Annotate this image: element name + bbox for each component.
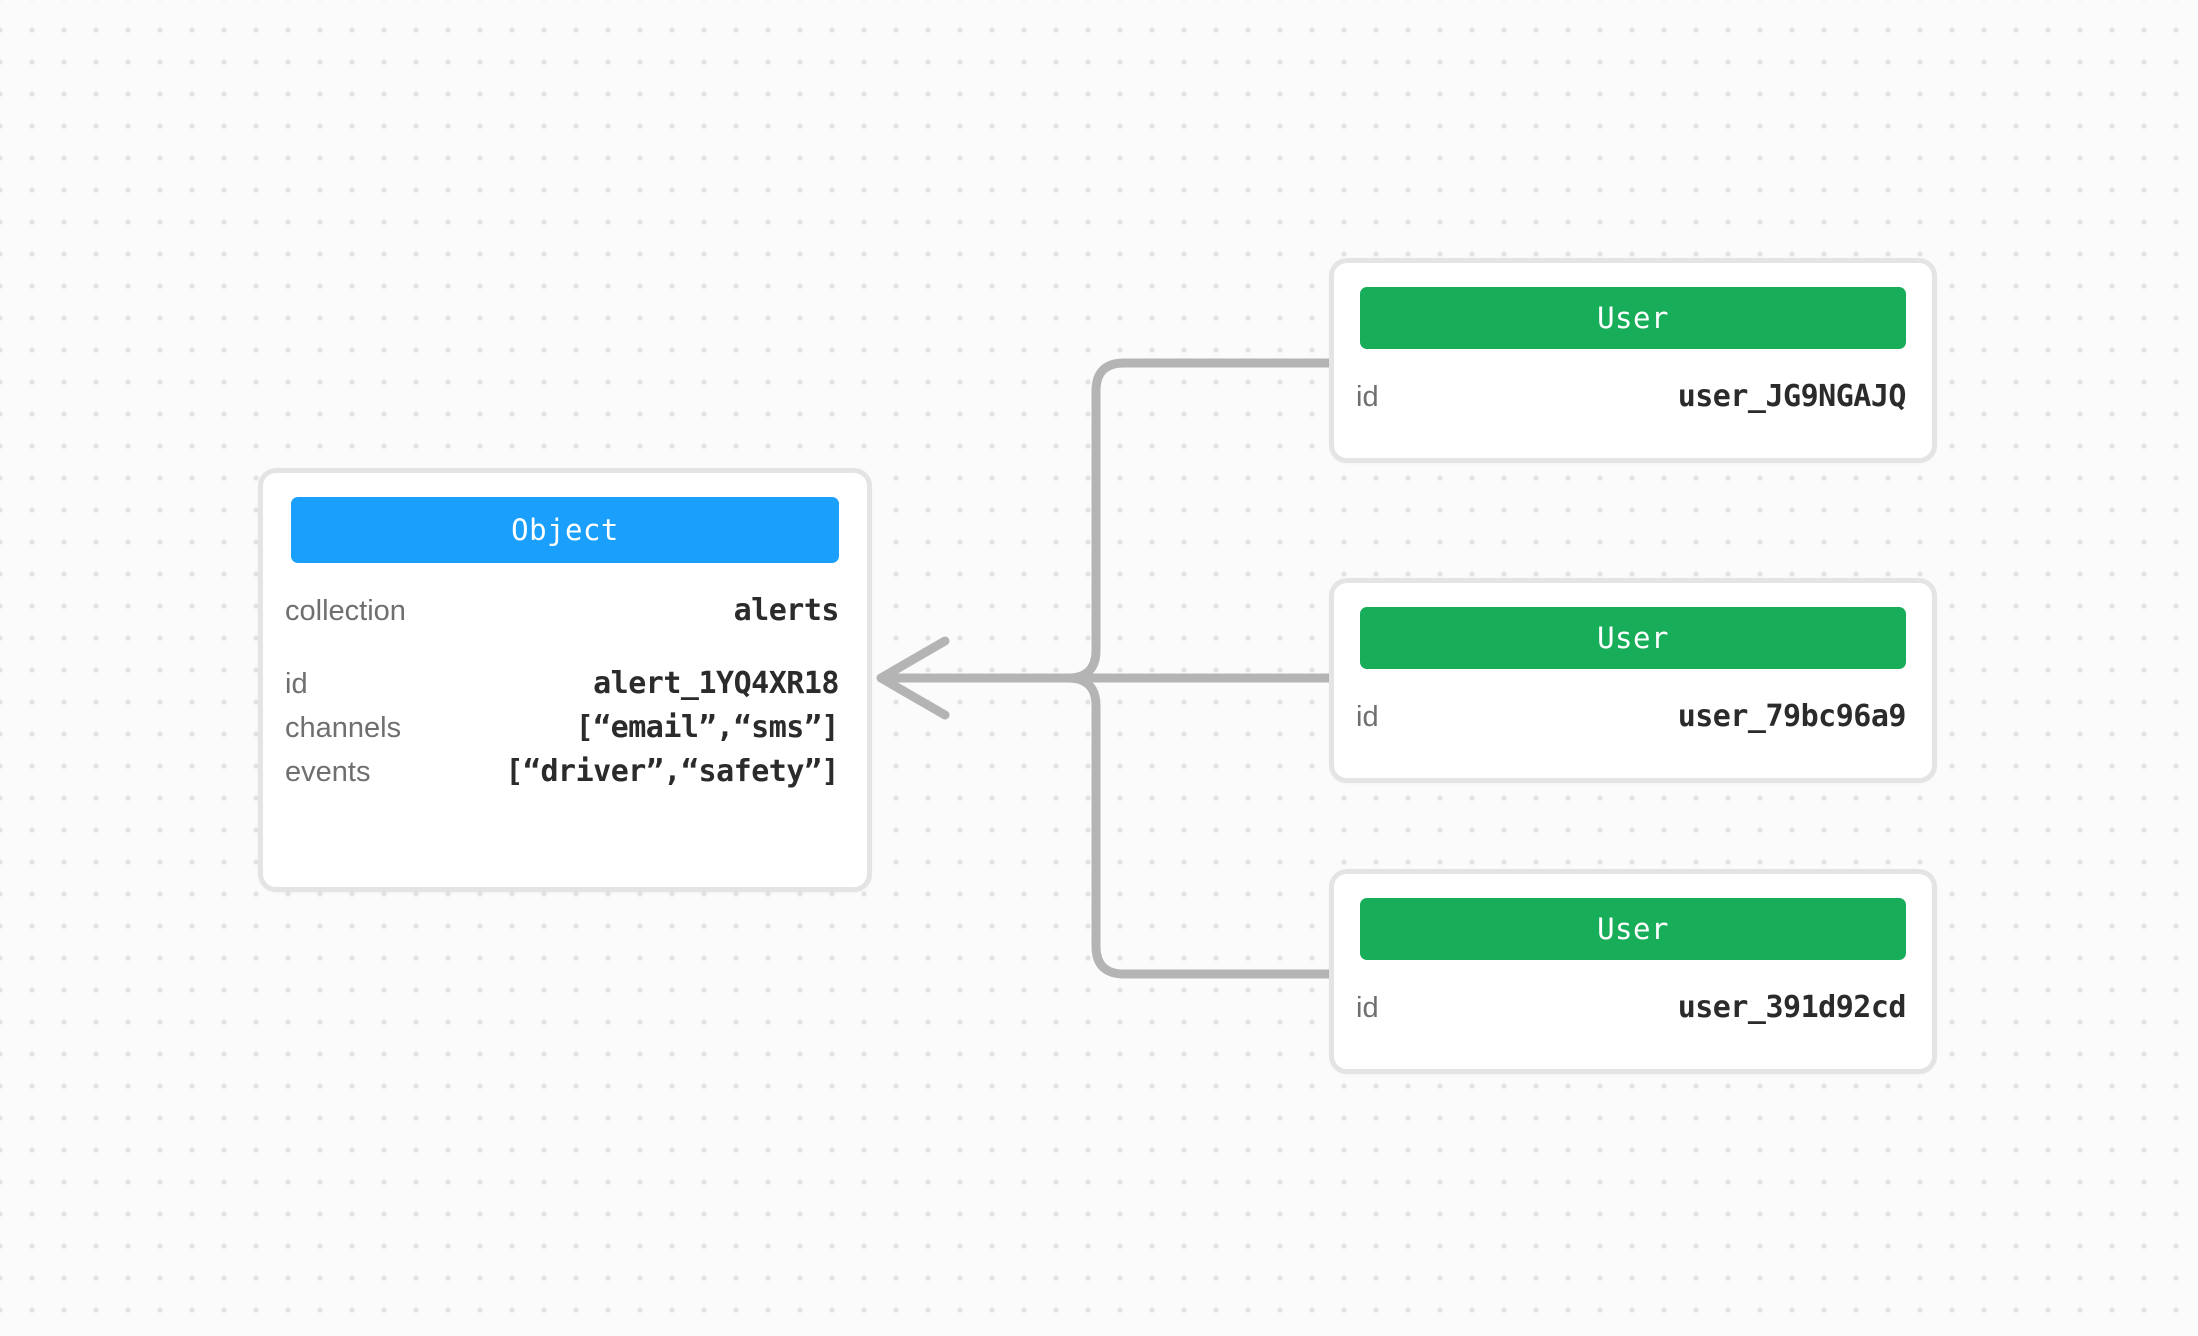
user-node-2[interactable]: User id user_391d92cd — [1329, 869, 1937, 1074]
field-value: alert_1YQ4XR18 — [593, 666, 839, 701]
field-row: collection alerts — [285, 593, 840, 628]
field-value: alerts — [733, 593, 840, 628]
field-row: id user_391d92cd — [1356, 990, 1907, 1025]
field-value: user_JG9NGAJQ — [1677, 379, 1907, 414]
field-row: events [“driver”,“safety”] — [285, 754, 839, 789]
field-key: id — [1356, 701, 1379, 733]
user-node-header: User — [1360, 607, 1906, 669]
object-node-body: collection alerts id alert_1YQ4XR18 chan… — [263, 563, 867, 789]
field-value: [“email”,“sms”] — [575, 710, 840, 745]
field-value: [“driver”,“safety”] — [505, 754, 839, 789]
field-key: collection — [285, 595, 406, 627]
edge-user-0-to-object — [885, 358, 1334, 683]
user-node-0[interactable]: User id user_JG9NGAJQ — [1329, 258, 1937, 463]
field-row: id user_79bc96a9 — [1356, 699, 1907, 734]
user-node-header: User — [1360, 287, 1906, 349]
field-value: user_79bc96a9 — [1677, 699, 1907, 734]
field-value: user_391d92cd — [1677, 990, 1907, 1025]
field-key: id — [285, 668, 308, 700]
user-node-1[interactable]: User id user_79bc96a9 — [1329, 578, 1937, 783]
field-row: id user_JG9NGAJQ — [1356, 379, 1907, 414]
user-node-body: id user_JG9NGAJQ — [1334, 349, 1932, 414]
object-node-primary-fields: collection alerts — [285, 593, 840, 628]
object-node[interactable]: Object collection alerts id alert_1YQ4XR… — [258, 468, 872, 892]
field-row: channels [“email”,“sms”] — [285, 710, 840, 745]
user-node-body: id user_79bc96a9 — [1334, 669, 1932, 734]
edge-arrowhead-icon — [876, 636, 950, 720]
object-node-fields: id alert_1YQ4XR18 channels [“email”,“sms… — [285, 666, 840, 789]
field-row: id alert_1YQ4XR18 — [285, 666, 839, 701]
user-node-header: User — [1360, 898, 1906, 960]
field-key: events — [285, 756, 371, 788]
edge-user-2-to-object — [885, 673, 1334, 979]
field-key: id — [1356, 381, 1379, 413]
object-node-header: Object — [291, 497, 839, 563]
field-key: channels — [285, 712, 402, 744]
user-node-body: id user_391d92cd — [1334, 960, 1932, 1025]
field-key: id — [1356, 992, 1379, 1024]
